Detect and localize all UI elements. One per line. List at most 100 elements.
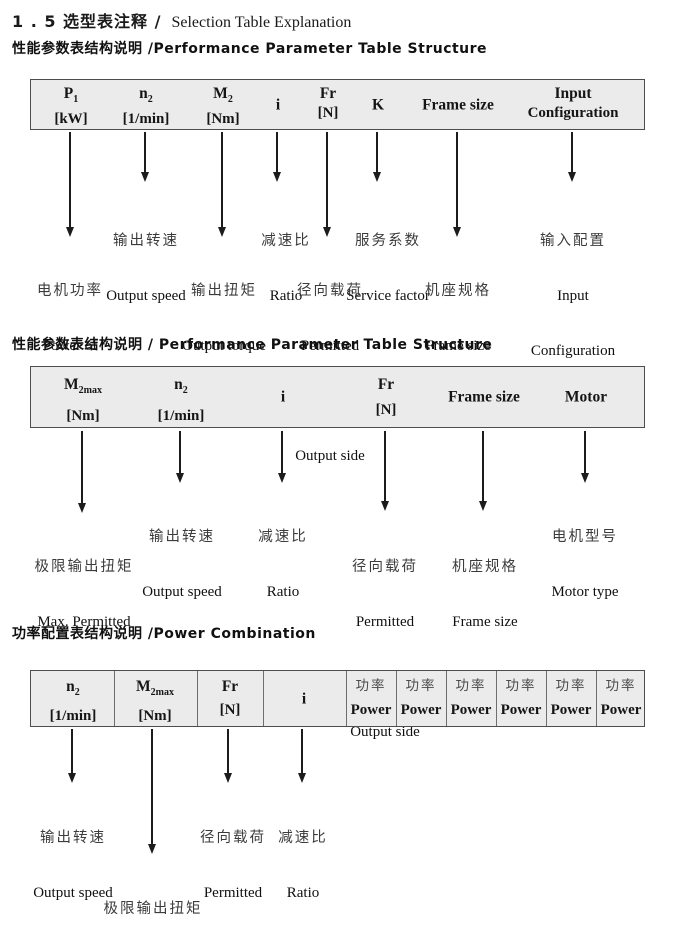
- down-arrow: [278, 431, 286, 483]
- col-motor: Motor: [565, 389, 607, 406]
- performance-table-1: P1 [kW] n2 [1/min] M2 [Nm] i Fr [N] K Fr…: [30, 79, 645, 130]
- col-m2max-symbol: M: [136, 678, 151, 695]
- down-arrow: [323, 132, 331, 237]
- down-arrow: [68, 729, 76, 783]
- col-i-symbol: i: [275, 96, 281, 113]
- page-title-zh: 1 . 5 选型表注释 /: [12, 12, 162, 31]
- col-p1-subscript: 1: [73, 94, 79, 106]
- col-n2-subscript: 2: [147, 94, 153, 106]
- col-n2: n2 [1/min]: [123, 85, 170, 127]
- col-input-line2: Configuration: [527, 105, 619, 121]
- down-arrow: [479, 431, 487, 511]
- col-frame-size-symbol: Frame size: [422, 96, 494, 113]
- col-n2-subscript: 2: [182, 385, 188, 397]
- down-arrow: [273, 132, 281, 182]
- col-m2-unit: [Nm]: [206, 111, 240, 128]
- col-i-symbol: i: [280, 388, 286, 406]
- col-input-line1: Input: [554, 85, 592, 102]
- col-p1-symbol: P: [63, 85, 74, 102]
- down-arrow: [78, 431, 86, 513]
- col-fr-unit: [N]: [317, 105, 339, 121]
- label-ratio: 减速比 Ratio: [278, 830, 328, 901]
- col-m2max-unit: [Nm]: [138, 708, 172, 725]
- col-n2-symbol: n: [139, 85, 148, 102]
- col-k-symbol: K: [371, 96, 385, 113]
- column-divider: [114, 671, 115, 726]
- col-n2-subscript: 2: [74, 687, 80, 699]
- column-divider: [496, 671, 497, 726]
- column-divider: [596, 671, 597, 726]
- down-arrow: [148, 729, 156, 854]
- col-i-symbol: i: [301, 690, 307, 707]
- down-arrow: [224, 729, 232, 783]
- down-arrow: [218, 132, 226, 237]
- section2-heading: 性能参数表结构说明 / Performance Parameter Table …: [12, 337, 493, 353]
- col-n2-unit: [1/min]: [157, 408, 205, 425]
- col-n2: n2 [1/min]: [158, 376, 205, 424]
- down-arrow: [453, 132, 461, 237]
- col-input-configuration: Input Configuration: [528, 85, 619, 121]
- col-p1-unit: [kW]: [54, 111, 88, 128]
- column-divider: [263, 671, 264, 726]
- col-m2max-unit: [Nm]: [66, 408, 100, 425]
- down-arrow: [373, 132, 381, 182]
- col-i: i: [281, 389, 285, 406]
- column-divider: [197, 671, 198, 726]
- down-arrow: [581, 431, 589, 483]
- col-power-5: 功率 Power: [550, 678, 592, 718]
- col-fr: Fr [N]: [220, 678, 241, 718]
- column-divider: [446, 671, 447, 726]
- down-arrow: [141, 132, 149, 182]
- col-fr-symbol: Fr: [319, 85, 337, 102]
- col-i: i: [302, 690, 306, 707]
- label-overhung-load: 径向载荷 Permitted Overhung load Output side: [340, 559, 430, 740]
- col-power-1: 功率 Power: [350, 678, 392, 718]
- col-fr-symbol: Fr: [221, 678, 239, 695]
- col-n2-symbol: n: [174, 376, 183, 393]
- page-title-en: Selection Table Explanation: [171, 14, 352, 31]
- col-power-2: 功率 Power: [400, 678, 442, 718]
- col-n2-symbol: n: [66, 678, 75, 695]
- label-input-configuration: 输入配置 Input Configuration: [530, 233, 616, 359]
- label-power-of-motor: 电机功率 Power of motor: [37, 283, 103, 409]
- col-motor-symbol: Motor: [564, 388, 608, 406]
- performance-table-2: M2max [Nm] n2 [1/min] i Fr [N] Frame siz…: [30, 366, 645, 428]
- power-combination-table: n2 [1/min] M2max [Nm] Fr [N] i 功率 Power …: [30, 670, 645, 727]
- down-arrow: [66, 132, 74, 237]
- col-power-6: 功率 Power: [600, 678, 642, 718]
- label-overhung-load: 径向载荷 Permitted Overhung load Output side: [200, 830, 266, 901]
- col-n2-unit: [1/min]: [122, 111, 170, 128]
- section3-heading: 功率配置表结构说明 /Power Combination: [12, 626, 316, 642]
- col-m2-symbol: M: [213, 85, 228, 102]
- column-divider: [546, 671, 547, 726]
- column-divider: [346, 671, 347, 726]
- label-max-output-torque: 极限输出扭矩 Max. Permitted Output torque: [103, 901, 203, 917]
- label-output-torque: 输出扭矩 Output torque: [182, 283, 266, 354]
- section1-heading: 性能参数表结构说明 /Performance Parameter Table S…: [12, 41, 488, 57]
- down-arrow: [568, 132, 576, 182]
- label-output-speed: 输出转速 Output speed: [142, 529, 222, 600]
- col-fr: Fr [N]: [318, 85, 339, 121]
- col-m2max-subscript: 2max: [78, 385, 102, 397]
- label-output-speed: 输出转速 Output speed: [106, 233, 186, 304]
- col-n2: n2 [1/min]: [50, 678, 97, 724]
- down-arrow: [176, 431, 184, 483]
- col-frame-size: Frame size: [448, 389, 520, 406]
- col-p1: P1 [kW]: [54, 85, 87, 127]
- col-m2: M2 [Nm]: [206, 85, 239, 127]
- col-m2-subscript: 2: [227, 94, 233, 106]
- down-arrow: [381, 431, 389, 511]
- label-ratio: 减速比 Ratio: [261, 233, 311, 304]
- col-fr-unit: [N]: [375, 402, 397, 418]
- col-frame-size: Frame size: [422, 96, 494, 113]
- col-m2max-symbol: M: [64, 376, 79, 393]
- label-frame-size: 机座规格 Frame size: [452, 559, 518, 630]
- label-frame-size: 机座规格 Frame size: [425, 283, 491, 354]
- col-i: i: [276, 96, 280, 113]
- col-n2-unit: [1/min]: [49, 708, 97, 725]
- page-title: 1 . 5 选型表注释 / Selection Table Explanatio…: [12, 8, 351, 32]
- col-power-4: 功率 Power: [500, 678, 542, 718]
- label-service-factor: 服务系数 Service factor: [346, 233, 430, 304]
- col-fr: Fr [N]: [376, 376, 397, 418]
